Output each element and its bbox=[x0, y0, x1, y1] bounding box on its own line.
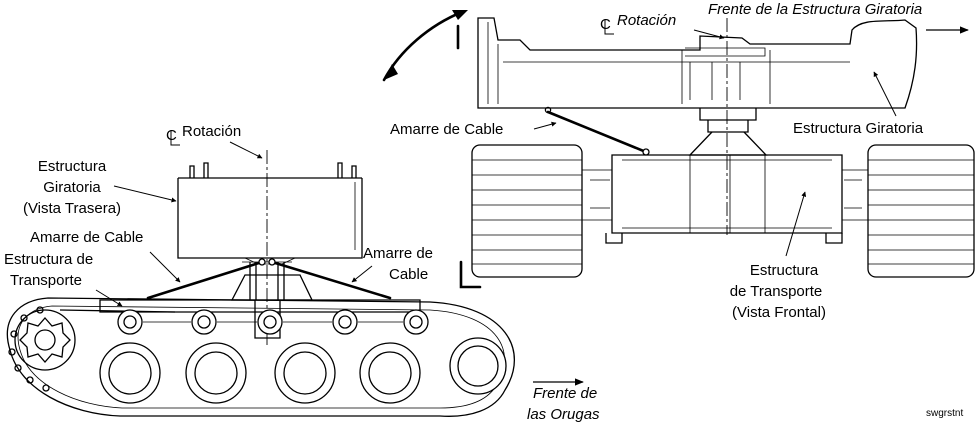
tie-cable-leader-left bbox=[149, 251, 181, 283]
tie-cable-leader-right bbox=[351, 265, 373, 283]
carbody-label-right-line-1: Estructura bbox=[750, 262, 819, 279]
tie-cables-left-view bbox=[146, 258, 392, 300]
tie-cable-label-left: Amarre de Cable bbox=[30, 229, 143, 246]
rotation-leader-right bbox=[693, 29, 725, 40]
swing-structure-label-line-1: Estructura bbox=[38, 158, 107, 175]
track-pins bbox=[8, 306, 50, 392]
carbody-label-left-line-1: Estructura de bbox=[4, 251, 93, 268]
drive-sprocket bbox=[14, 309, 76, 371]
carbody-label-right-line-3: (Vista Frontal) bbox=[732, 304, 826, 321]
swing-structure-leader-right-view bbox=[873, 71, 897, 117]
carbody-leader-right bbox=[785, 191, 807, 257]
tie-cable-label-right-line-2: Cable bbox=[389, 266, 428, 283]
reference-code: swgrstnt bbox=[926, 408, 963, 419]
center-swivel bbox=[688, 108, 768, 156]
swing-structure-rear-view bbox=[177, 162, 363, 265]
left-side-view: C Rotación Estructura Giratoria (Vista T… bbox=[4, 123, 600, 423]
carrier-rollers bbox=[117, 309, 429, 335]
tie-cable-leader-right-view bbox=[533, 121, 557, 130]
tie-cable-front-view bbox=[546, 110, 648, 154]
right-track-front-view bbox=[867, 144, 975, 278]
centerline-symbol-right: C bbox=[600, 16, 614, 35]
swing-structure-label-line-3: (Vista Trasera) bbox=[23, 200, 121, 217]
level-marker bbox=[459, 260, 482, 289]
swing-structure-leader-left bbox=[113, 185, 177, 203]
swing-rotation-arrow bbox=[382, 10, 468, 82]
tracks-front-label-line-2: las Orugas bbox=[527, 406, 600, 423]
tie-cable-label-right-line-1: Amarre de bbox=[363, 245, 433, 262]
carbody-label-right-line-2: de Transporte bbox=[730, 283, 823, 300]
rotation-label-right: Rotación bbox=[617, 12, 676, 29]
carbody-label-left-line-2: Transporte bbox=[10, 272, 82, 289]
left-track-front-view bbox=[471, 144, 583, 278]
swing-structure-front-label: Frente de la Estructura Giratoria bbox=[708, 1, 922, 18]
swing-structure-front-view bbox=[477, 17, 918, 114]
carbody-front-view bbox=[582, 154, 869, 244]
tie-cable-pin bbox=[642, 148, 650, 156]
road-wheels bbox=[99, 337, 507, 404]
rotation-label-left: Rotación bbox=[182, 123, 241, 140]
tie-cable-label-right-view: Amarre de Cable bbox=[390, 121, 503, 138]
swing-structure-label-line-2: Giratoria bbox=[43, 179, 101, 196]
carbody-leader-left bbox=[95, 289, 123, 307]
rotation-leader-left bbox=[229, 141, 263, 159]
swing-structure-label-right-view: Estructura Giratoria bbox=[793, 120, 924, 137]
centerline-symbol-left: C bbox=[166, 127, 180, 146]
tracks-front-label-line-1: Frente de bbox=[533, 385, 597, 402]
crawler-track bbox=[6, 297, 515, 417]
right-front-view: C Rotación Frente de la Estructura Girat… bbox=[382, 1, 975, 321]
